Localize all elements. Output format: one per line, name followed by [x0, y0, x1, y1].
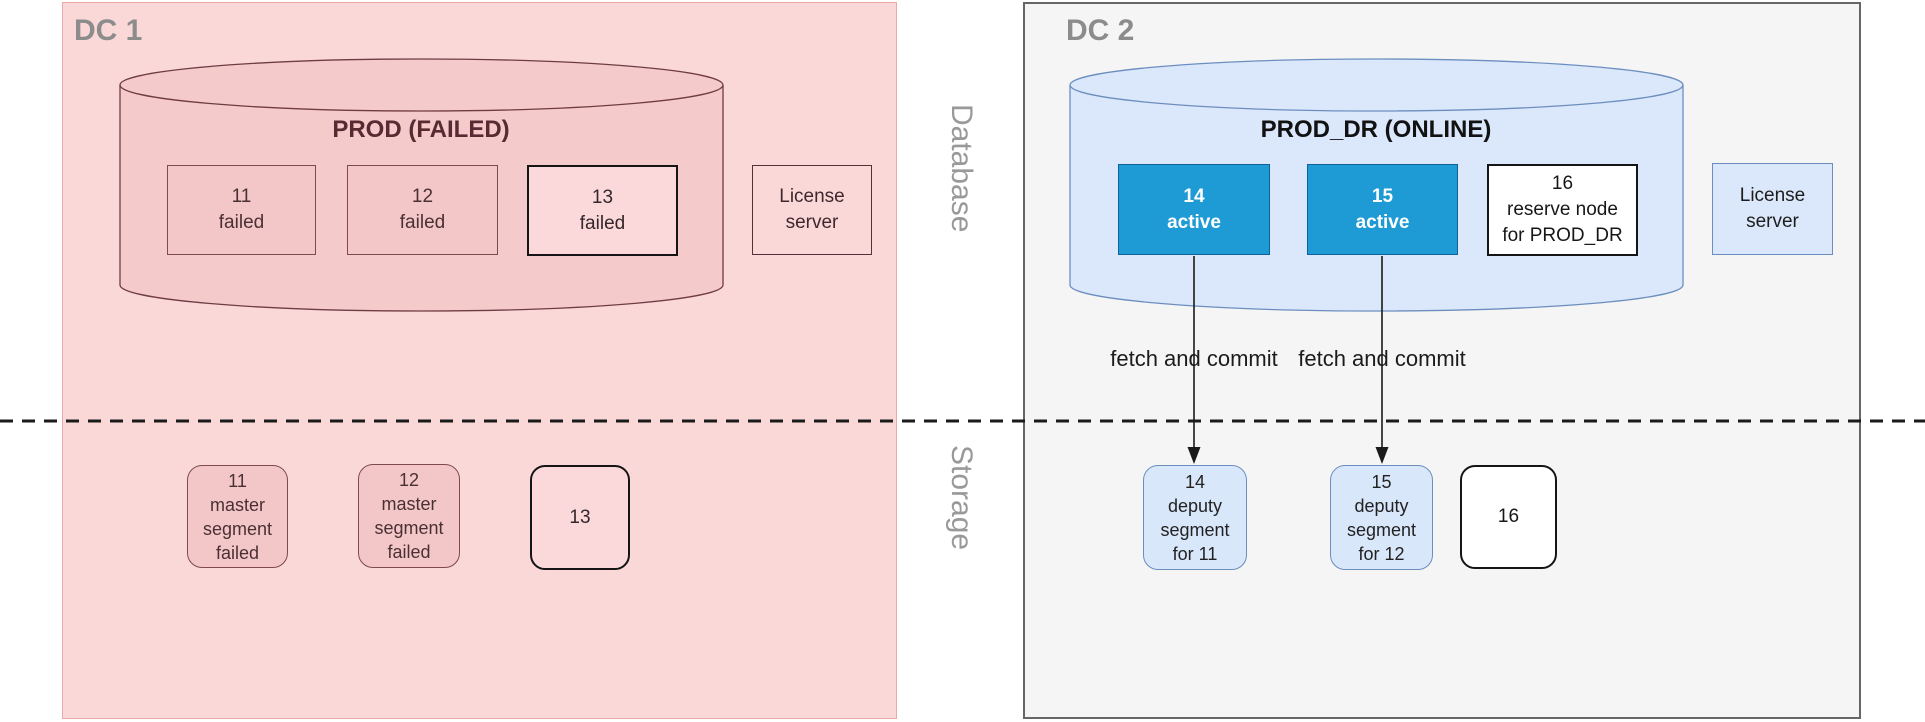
node-11-failed: 11 failed: [167, 165, 316, 255]
dc1-region: [62, 2, 897, 719]
node-14-active: 14 active: [1118, 164, 1270, 255]
segment-13: 13: [530, 465, 630, 570]
node-16-reserve: 16 reserve node for PROD_DR: [1487, 164, 1638, 256]
prod-db-title: PROD (FAILED): [332, 116, 510, 143]
dc1-title: DC 1: [74, 14, 143, 47]
dc1-license-server: License server: [752, 165, 872, 255]
lane-label-database: Database: [945, 104, 978, 233]
segment-12-master-failed: 12 master segment failed: [358, 464, 460, 568]
node-12-failed: 12 failed: [347, 165, 498, 255]
edge-label-fetch-commit-14: fetch and commit: [1110, 346, 1278, 371]
prod-dr-db-title: PROD_DR (ONLINE): [1260, 116, 1492, 143]
node-15-active: 15 active: [1307, 164, 1458, 255]
segment-11-master-failed: 11 master segment failed: [187, 465, 288, 568]
dc2-title: DC 2: [1066, 14, 1135, 47]
segment-14-deputy: 14 deputy segment for 11: [1143, 465, 1247, 570]
segment-15-deputy: 15 deputy segment for 12: [1330, 465, 1433, 570]
edge-label-fetch-commit-15: fetch and commit: [1298, 346, 1466, 371]
lane-label-storage: Storage: [945, 445, 978, 551]
dc2-license-server: License server: [1712, 163, 1833, 255]
node-13-failed: 13 failed: [527, 165, 678, 256]
segment-16: 16: [1460, 465, 1557, 569]
